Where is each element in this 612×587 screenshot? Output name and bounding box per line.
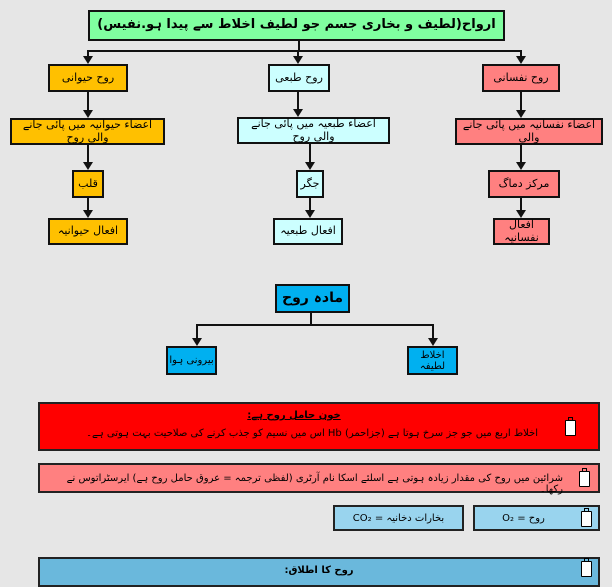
o2-note-text: روح = O₂ — [502, 513, 545, 524]
arrow-icon — [516, 110, 526, 118]
connector — [298, 41, 300, 51]
blood-note: خون حامل روح ہے: اخلاط اربع میں جو جز سر… — [38, 402, 600, 451]
arrow-icon — [83, 162, 93, 170]
clipboard-icon — [565, 417, 576, 436]
clipboard-icon — [579, 468, 590, 487]
artery-note: شرائین میں روح کی مقدار زیادہ ہوتی ہے اس… — [38, 463, 600, 495]
haiwani-desc-box: اعضاء حیوانیہ میں پائی جانے والی روح — [10, 118, 165, 145]
clipboard-icon — [581, 558, 592, 577]
organ-heart-box: قلب — [72, 170, 104, 198]
arrow-icon — [428, 338, 438, 346]
ruh-nafsani-box: روح نفسانی — [482, 64, 560, 92]
connector — [520, 198, 522, 210]
connector — [309, 198, 311, 210]
connector — [520, 92, 522, 110]
fine-humors-box: اخلاط لطیفہ — [407, 346, 458, 375]
usage-note: روح کا اطلاق: — [38, 557, 600, 587]
connector — [432, 324, 434, 338]
connector — [310, 313, 312, 325]
outside-air-box: بیرونی ہوا — [166, 346, 217, 375]
connector — [196, 324, 434, 326]
organ-liver-box: جگر — [296, 170, 324, 198]
blood-note-text: اخلاط اربع میں جو جز سرخ ہوتا ہے (جزاحمر… — [86, 428, 538, 439]
tabai-action-box: افعال طبعیہ — [273, 218, 343, 245]
arrow-icon — [192, 338, 202, 346]
nafsani-desc-box: اعضاء نفسانیہ میں پائی جانے والی — [455, 118, 603, 145]
usage-note-title: روح کا اطلاق: — [284, 565, 354, 576]
arrow-icon — [516, 56, 526, 64]
arrow-icon — [305, 162, 315, 170]
matter-title-box: مادہ روح — [275, 284, 350, 313]
clipboard-icon — [581, 508, 592, 527]
arrow-icon — [83, 56, 93, 64]
arrow-icon — [293, 109, 303, 117]
connector — [87, 50, 89, 58]
connector — [196, 324, 198, 338]
connector — [87, 198, 89, 210]
arrow-icon — [293, 56, 303, 64]
artery-note-text: شرائین میں روح کی مقدار زیادہ ہوتی ہے اس… — [66, 473, 563, 495]
blood-note-title: خون حامل روح ہے: — [247, 410, 341, 421]
title-box: ارواح(لطیف و بخاری جسم جو لطیف اخلاط سے … — [88, 10, 505, 41]
haiwani-action-box: افعال حیوانیہ — [48, 218, 128, 245]
arrow-icon — [305, 210, 315, 218]
o2-note: روح = O₂ — [473, 505, 600, 531]
connector — [87, 145, 89, 162]
arrow-icon — [83, 210, 93, 218]
connector — [297, 92, 299, 109]
connector — [297, 50, 299, 58]
ruh-tabai-box: روح طبعی — [268, 64, 330, 92]
nafsani-action-box: افعال نفسانیہ — [493, 218, 550, 245]
arrow-icon — [516, 210, 526, 218]
ruh-haiwani-box: روح حیوانی — [48, 64, 128, 92]
connector — [87, 92, 89, 110]
arrow-icon — [83, 110, 93, 118]
organ-brain-box: مرکز دماگ — [488, 170, 560, 198]
tabai-desc-box: اعضاء طبعیہ میں پائی جانے والی روح — [237, 117, 390, 144]
connector — [88, 50, 522, 52]
connector — [520, 145, 522, 162]
connector — [520, 50, 522, 58]
connector — [309, 144, 311, 162]
arrow-icon — [516, 162, 526, 170]
co2-note: بخارات دخانیہ = CO₂ — [333, 505, 464, 531]
